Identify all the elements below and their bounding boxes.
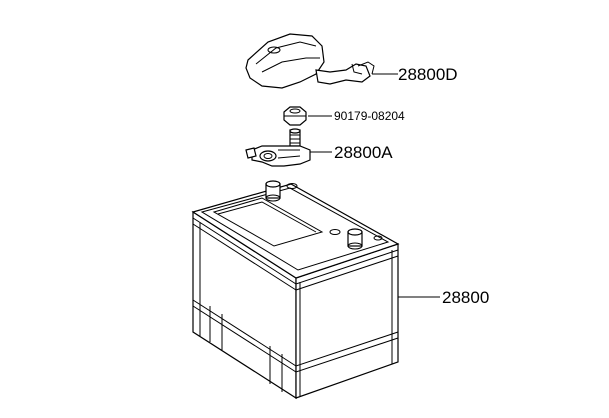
part-label-nut: 90179-08204 (334, 109, 405, 123)
negative-terminal-post (347, 228, 363, 250)
terminal-nut[interactable] (283, 106, 307, 126)
part-label-clamp: 28800A (334, 143, 393, 162)
part-label-cover: 28800D (398, 65, 458, 84)
battery[interactable] (191, 180, 400, 400)
terminal-clamp[interactable] (245, 128, 311, 167)
part-label-battery: 28800 (442, 288, 489, 307)
leader-lines (308, 73, 440, 298)
terminal-cover[interactable] (245, 33, 375, 89)
positive-terminal-post (265, 180, 281, 202)
